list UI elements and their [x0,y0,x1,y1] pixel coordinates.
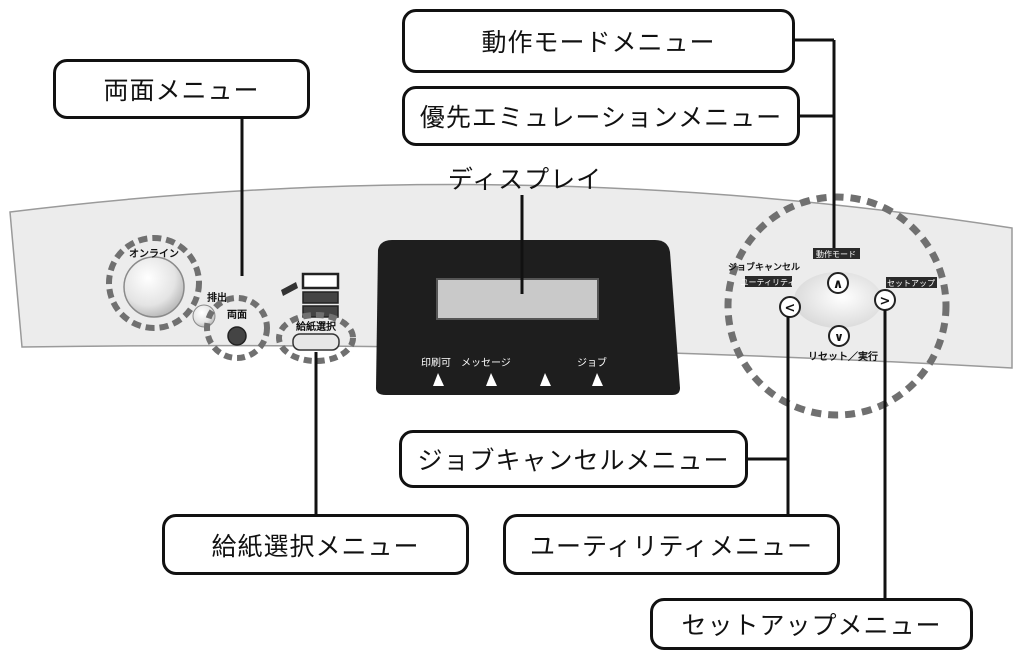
up-arrow-icon: ∧ [833,277,844,292]
online-button[interactable] [123,256,185,318]
display-screen [436,278,599,320]
online-label: オンライン [129,248,179,260]
paper-select-dashed-highlight [276,312,356,364]
paper-select-label: 給紙選択 [296,320,337,333]
extra-led [540,373,551,386]
navigation-dashed-highlight [724,193,950,419]
down-arrow-icon: ∨ [834,330,844,344]
operation-mode-tag [813,248,860,259]
setup-menu-callout: セットアップメニュー [650,598,973,650]
priority-emulation-menu-callout: 優先エミュレーションメニュー [402,86,800,146]
duplex-label: 両面 [227,309,247,321]
operation-mode-menu-callout: 動作モードメニュー [402,9,795,73]
duplex-button[interactable] [227,326,247,346]
job-led [592,373,603,386]
utility-label: ユーティリティ [740,278,795,287]
reset-execute-label: リセット／実行 [808,350,878,363]
message-led [486,373,497,386]
leader-lines [240,38,887,598]
job-cancel-menu-callout: ジョブキャンセルメニュー [399,430,748,488]
tray-indicator-1 [301,272,340,290]
paper-select-button[interactable] [292,333,340,351]
paper-tray-icon [281,282,298,296]
left-arrow-icon: < [785,301,796,316]
down-button[interactable]: ∨ [828,325,850,347]
paper-select-menu-callout: 給紙選択メニュー [162,514,469,575]
print-ready-led [433,373,444,386]
setup-tag [886,277,937,288]
up-button[interactable]: ∧ [827,272,849,294]
navigation-pad [794,272,882,328]
duplex-dashed-highlight [204,295,270,361]
duplex-menu-callout: 両面メニュー [53,59,310,119]
display-label: ディスプレイ [447,165,603,194]
left-button[interactable]: < [779,296,801,318]
right-arrow-icon: > [880,294,891,309]
operation-mode-label: 動作モード [816,249,856,259]
eject-label: 排出 [207,291,227,304]
print-ready-label: 印刷可 [421,357,451,369]
job-label: ジョブ [577,356,607,369]
online-dashed-highlight [106,235,202,331]
right-button[interactable]: > [874,289,896,311]
tray-indicator-2 [302,291,339,304]
utility-tag [745,276,792,287]
message-label: メッセージ [461,357,511,369]
setup-label: セットアップ [887,279,935,288]
job-cancel-label: ジョブキャンセル [728,261,800,273]
utility-menu-callout: ユーティリティメニュー [503,514,840,575]
